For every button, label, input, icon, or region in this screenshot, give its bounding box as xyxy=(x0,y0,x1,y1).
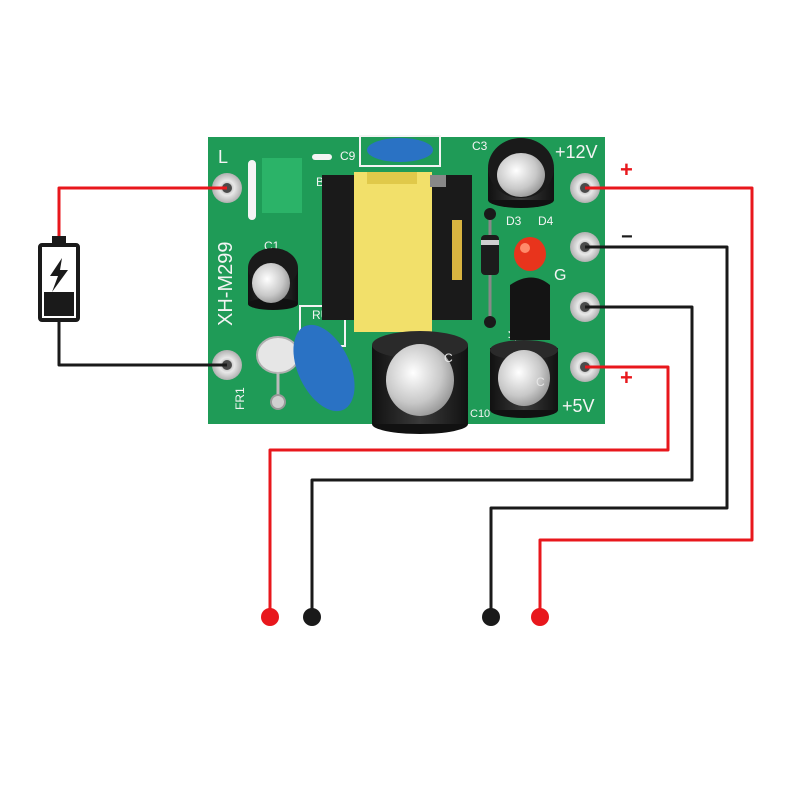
capacitor-c1 xyxy=(248,248,298,310)
capacitor-large-marking: C xyxy=(444,351,453,365)
polarity-plus-top: + xyxy=(620,157,633,182)
red-led xyxy=(514,237,546,271)
label-c9: C9 xyxy=(340,149,356,163)
battery-icon xyxy=(38,236,80,322)
transformer-b1 xyxy=(322,172,472,332)
label-d4: D4 xyxy=(538,214,554,228)
c9-outline xyxy=(359,135,441,167)
wire-12v-positive xyxy=(538,186,754,614)
label-fr1: FR1 xyxy=(233,387,247,410)
silk-slot-small xyxy=(312,154,332,160)
polarity-minus: − xyxy=(621,226,633,248)
ground-label: G xyxy=(554,267,566,284)
input-label: L xyxy=(218,147,228,167)
lightning-bolt-icon xyxy=(50,258,68,292)
components: C C xyxy=(248,138,558,434)
input-wires xyxy=(57,186,227,367)
polarity-signs: + − + xyxy=(620,157,633,390)
output-wires xyxy=(268,186,754,614)
board-model-label: XH-M299 xyxy=(215,242,237,326)
wire-terminals xyxy=(261,608,549,626)
input-wire-negative xyxy=(57,320,227,367)
terminal-12v-negative xyxy=(482,608,500,626)
capacitor-large: C xyxy=(372,331,468,434)
terminal-5v-negative xyxy=(303,608,321,626)
capacitor-c10-marking: C xyxy=(536,375,545,389)
capacitor-c10: C xyxy=(490,340,558,418)
output-12v-label: +12V xyxy=(555,142,598,162)
terminal-5v-positive xyxy=(261,608,279,626)
silk-slot xyxy=(248,160,256,220)
label-d3: D3 xyxy=(506,214,522,228)
varistor xyxy=(293,324,355,412)
terminal-12v-positive xyxy=(531,608,549,626)
capacitor-c3 xyxy=(488,138,554,208)
label-c3: C3 xyxy=(472,139,488,153)
capacitor-c9 xyxy=(367,138,433,162)
diode xyxy=(481,208,499,328)
copper-pour xyxy=(262,158,302,213)
output-5v-label: +5V xyxy=(562,396,595,416)
wire-5v-positive xyxy=(268,365,670,614)
wire-5v-negative xyxy=(310,305,694,614)
wire-12v-negative xyxy=(489,245,729,614)
polarity-plus-bottom: + xyxy=(620,365,633,390)
label-c10: C10 xyxy=(470,408,490,420)
regulator-u4 xyxy=(510,277,550,340)
fuse-resistor-fr1 xyxy=(256,336,300,410)
input-wire-positive xyxy=(57,186,227,236)
